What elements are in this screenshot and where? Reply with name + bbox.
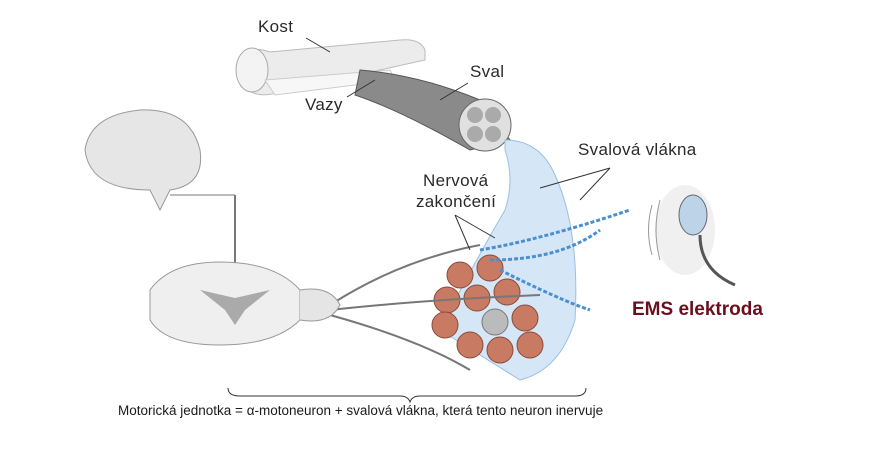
label-bone: Kost <box>258 17 294 36</box>
nerve-endings-illustration <box>479 208 631 312</box>
motor-unit-brace <box>227 387 587 404</box>
label-nerve-endings-line1: Nervová <box>423 171 489 190</box>
label-ligaments: Vazy <box>305 95 343 114</box>
label-muscle: Sval <box>470 62 505 81</box>
spinal-cord-illustration <box>149 261 341 346</box>
muscle-fibers-illustration <box>439 139 577 381</box>
label-nerve-endings-line2: zakončení <box>416 192 497 211</box>
fascicles-illustration <box>431 254 544 364</box>
label-muscle-fibers: Svalová vlákna <box>578 140 697 159</box>
motor-nerve-illustration <box>234 195 541 371</box>
caption: Motorická jednotka = α-motoneuron + sval… <box>118 403 604 418</box>
brain-illustration <box>84 109 202 212</box>
label-leader-lines <box>305 37 611 251</box>
label-ems-electrode: EMS elektroda <box>632 299 763 320</box>
muscle-illustration <box>354 69 512 152</box>
ems-electrode-illustration <box>648 185 736 287</box>
